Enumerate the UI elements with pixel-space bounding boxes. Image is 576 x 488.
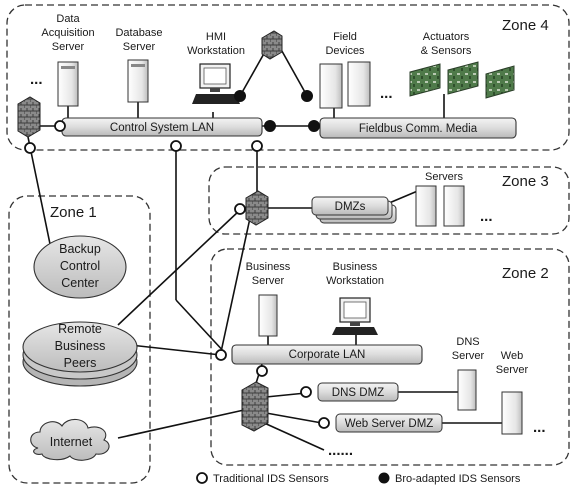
daq-server-label-1: Data bbox=[56, 13, 80, 25]
control-system-lan-label: Control System LAN bbox=[110, 122, 214, 134]
dns-server-label-1: DNS bbox=[456, 336, 479, 348]
link-fw2-more bbox=[262, 422, 324, 450]
traditional-ids-sensor bbox=[55, 121, 65, 131]
bro-ids-sensor bbox=[302, 91, 313, 102]
link-fw2-webdmz bbox=[266, 413, 322, 423]
remote-label-2: Business bbox=[55, 339, 106, 353]
backup-label-1: Backup bbox=[59, 242, 101, 256]
zone2-ellipsis: ... bbox=[533, 419, 546, 436]
zone3-ellipsis: ... bbox=[480, 208, 493, 225]
fieldbus-comm-media-label: Fieldbus Comm. Media bbox=[359, 123, 478, 135]
dns-server-icon bbox=[458, 370, 476, 410]
business-server-label-1: Business bbox=[246, 261, 291, 273]
traditional-ids-sensor bbox=[252, 141, 262, 151]
traditional-ids-sensor bbox=[319, 418, 329, 428]
daq-server-label-3: Server bbox=[52, 41, 85, 53]
hmi-workstation-icon bbox=[192, 64, 240, 104]
field-devices-label-2: Devices bbox=[325, 45, 365, 57]
bro-ids-sensor bbox=[265, 121, 276, 132]
bro-ids-sensor bbox=[309, 121, 320, 132]
web-server-dmz: Web Server DMZ bbox=[336, 414, 442, 432]
business-workstation-label-1: Business bbox=[333, 261, 378, 273]
legend-bro-marker bbox=[379, 473, 390, 484]
business-workstation-label-2: Workstation bbox=[326, 275, 384, 287]
bro-ids-sensor bbox=[235, 91, 246, 102]
hmi-firewall-icon bbox=[262, 31, 282, 59]
dns-server-label-2: Server bbox=[452, 350, 485, 362]
web-server-label-2: Server bbox=[496, 364, 529, 376]
traditional-ids-sensor bbox=[171, 141, 181, 151]
dns-dmz: DNS DMZ bbox=[318, 383, 398, 401]
link-internet-fw2 bbox=[118, 410, 244, 438]
dmzs-stack: DMZs bbox=[312, 197, 396, 223]
business-server-label-2: Server bbox=[252, 275, 285, 287]
actuators-sensors-icon bbox=[410, 62, 514, 98]
dmzs-label: DMZs bbox=[335, 201, 366, 213]
link-fw3-corp bbox=[221, 218, 250, 352]
actuators-label-1: Actuators bbox=[423, 31, 470, 43]
legend-traditional-label: Traditional IDS Sensors bbox=[213, 473, 329, 485]
zone-2-title: Zone 2 bbox=[502, 265, 549, 282]
legend-traditional-marker bbox=[197, 473, 207, 483]
legend: Traditional IDS Sensors Bro-adapted IDS … bbox=[197, 473, 521, 486]
db-server-label-2: Server bbox=[123, 41, 156, 53]
field-devices-icon bbox=[320, 62, 370, 108]
zone2-ellipsis-bottom: ...... bbox=[328, 442, 353, 459]
legend-bro-label: Bro-adapted IDS Sensors bbox=[395, 473, 521, 485]
zone3-servers-label: Servers bbox=[425, 171, 463, 183]
corporate-lan-label: Corporate LAN bbox=[289, 349, 366, 361]
link-peers-fw3 bbox=[118, 210, 240, 325]
hmi-label-1: HMI bbox=[206, 31, 226, 43]
zone4-firewall-icon bbox=[18, 97, 40, 137]
backup-label-3: Center bbox=[61, 276, 99, 290]
zone3-firewall-icon bbox=[246, 191, 268, 225]
traditional-ids-sensor bbox=[25, 143, 35, 153]
daq-server-label-2: Acquisition bbox=[41, 27, 94, 39]
traditional-ids-sensor bbox=[257, 366, 267, 376]
zone-1-title: Zone 1 bbox=[50, 204, 97, 221]
zone3-servers-icon bbox=[416, 186, 464, 226]
zone4-ellipsis-left: ... bbox=[30, 71, 43, 88]
web-server-dmz-label: Web Server DMZ bbox=[345, 418, 434, 430]
remote-label-1: Remote bbox=[58, 322, 102, 336]
zone-4-title: Zone 4 bbox=[502, 17, 549, 34]
field-devices-label-1: Field bbox=[333, 31, 357, 43]
web-server-label-1: Web bbox=[501, 350, 523, 362]
link-peers-corp bbox=[130, 345, 221, 355]
hmi-label-2: Workstation bbox=[187, 45, 245, 57]
traditional-ids-sensor bbox=[216, 350, 226, 360]
link-lan-corp-2 bbox=[176, 300, 226, 354]
business-server-icon bbox=[259, 295, 277, 336]
web-server-icon bbox=[502, 392, 522, 434]
fieldbus-comm-media: Fieldbus Comm. Media bbox=[320, 118, 516, 138]
zone-3-title: Zone 3 bbox=[502, 173, 549, 190]
control-system-lan: Control System LAN bbox=[62, 118, 262, 136]
db-server-label-1: Database bbox=[115, 27, 162, 39]
data-acquisition-server-icon bbox=[58, 62, 78, 106]
dns-dmz-label: DNS DMZ bbox=[332, 387, 384, 399]
actuators-label-2: & Sensors bbox=[421, 45, 472, 57]
link-fw2-dnsdmz bbox=[266, 393, 306, 397]
database-server-icon bbox=[128, 60, 148, 102]
business-workstation-icon bbox=[332, 298, 378, 335]
zone4-ellipsis-right: ... bbox=[380, 85, 393, 102]
zone2-firewall-icon bbox=[242, 382, 268, 431]
remote-label-3: Peers bbox=[64, 356, 97, 370]
corporate-lan: Corporate LAN bbox=[232, 345, 422, 364]
traditional-ids-sensor bbox=[235, 204, 245, 214]
internet-label: Internet bbox=[50, 435, 93, 449]
backup-label-2: Control bbox=[60, 259, 100, 273]
traditional-ids-sensor bbox=[301, 387, 311, 397]
